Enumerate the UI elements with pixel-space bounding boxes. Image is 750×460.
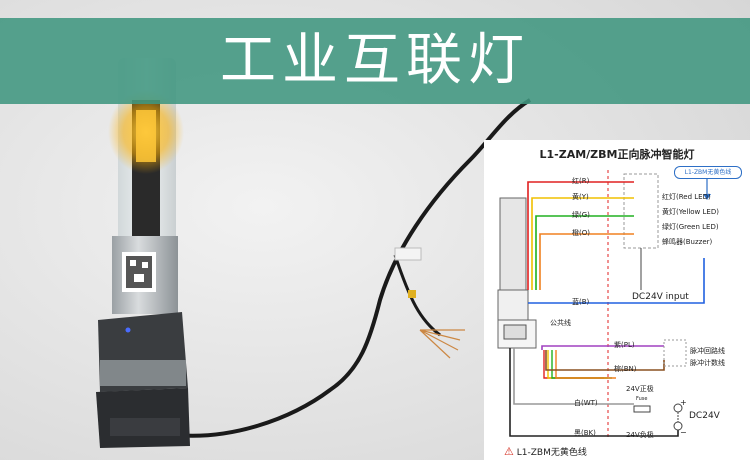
wire-path	[543, 350, 604, 379]
minus-sign: −	[680, 428, 687, 437]
wire-label-black: 黑(BK)	[574, 429, 596, 437]
dc-input-label: DC24V input	[632, 292, 689, 302]
warning-text: L1-ZBM无黄色线	[516, 448, 587, 458]
pulse-count-label: 脉冲计数线	[690, 359, 725, 367]
diagram-lines	[497, 170, 711, 440]
wire-label-green: 绿(G)	[572, 211, 590, 219]
wire-path	[545, 350, 665, 371]
wire-label-orange: 橙(O)	[572, 229, 590, 237]
plus-sign: +	[680, 398, 687, 407]
wire-path	[541, 345, 664, 350]
wire-path	[539, 233, 634, 290]
dc24v-label: DC24V	[689, 411, 720, 421]
output-red-led: 红灯(Red LED)	[662, 193, 711, 201]
wire-label-white: 白(WT)	[574, 399, 598, 407]
wire-path	[513, 348, 634, 405]
wiring-diagram: L1-ZAM/ZBM正向脉冲智能灯 L1-ZBM无黄色线 红(R) 黄(Y) 绿…	[484, 140, 750, 460]
power-negative-label: 24V负极	[626, 431, 654, 439]
wire-path	[531, 197, 634, 290]
banner-title: 工业互联灯	[220, 28, 530, 93]
wire-label-yellow: 黄(Y)	[572, 193, 589, 201]
power-positive-label: 24V正极	[626, 385, 654, 393]
wire-label-purple: 紫(PL)	[614, 341, 635, 349]
connector	[394, 247, 422, 261]
wire-path	[527, 181, 634, 290]
wire-path	[547, 350, 608, 379]
wire-path	[528, 258, 705, 304]
output-green-led: 绿灯(Green LED)	[662, 223, 719, 231]
wire-label-blue: 蓝(B)	[572, 298, 590, 306]
cable	[174, 98, 532, 438]
wire-path	[555, 350, 616, 379]
output-buzzer: 蜂鸣器(Buzzer)	[662, 238, 713, 246]
wire-path	[509, 348, 679, 437]
title-banner: 工业互联灯	[0, 18, 750, 104]
warning-note: ⚠ L1-ZBM无黄色线	[504, 445, 587, 458]
fuse-label: Fuse	[636, 396, 648, 402]
warning-icon: ⚠	[504, 445, 514, 458]
callout-bubble: L1-ZBM无黄色线	[674, 166, 742, 179]
wire-label-red: 红(R)	[572, 177, 590, 185]
wire-path	[535, 215, 634, 290]
wire-path	[551, 350, 612, 379]
pulse-return-label: 脉冲回路线	[690, 347, 725, 355]
wire-label-common: 公共线	[550, 319, 571, 327]
output-yellow-led: 黄灯(Yellow LED)	[662, 208, 719, 216]
diagram-title: L1-ZAM/ZBM正向脉冲智能灯	[539, 148, 695, 161]
wire-label-brown: 棕(BN)	[614, 365, 637, 373]
